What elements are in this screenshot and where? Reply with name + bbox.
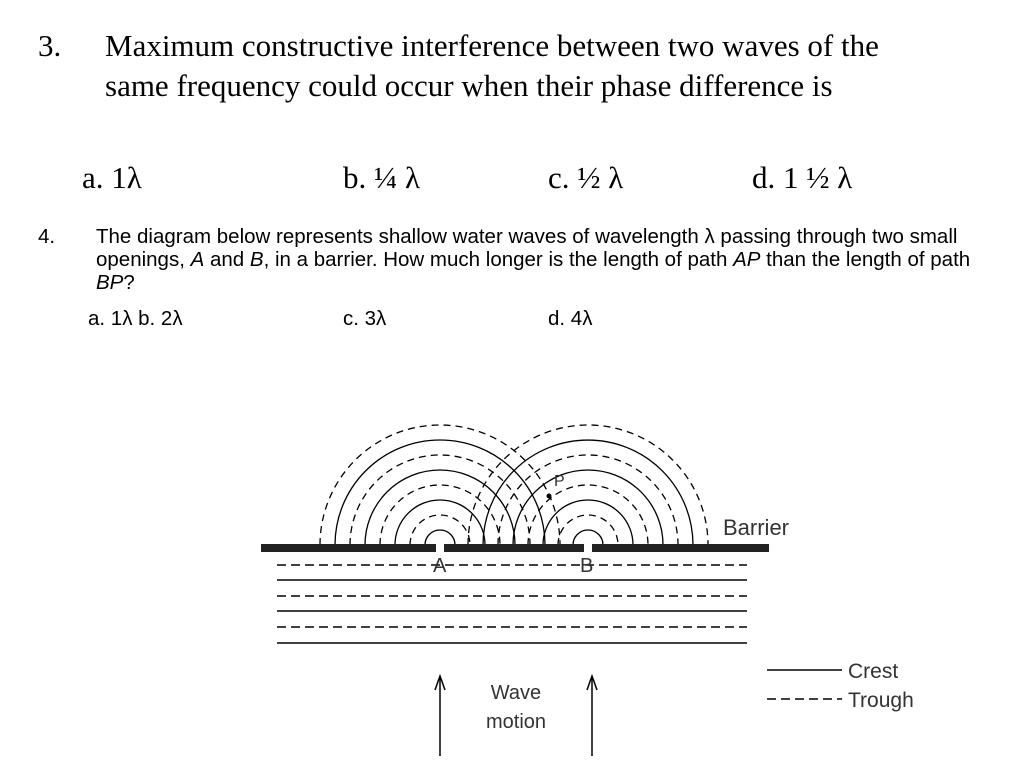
wavefronts [319, 424, 709, 546]
legend-trough-label: Trough [848, 689, 914, 712]
wave-diagram: P A B Barrier Wave motion Crest Trough [261, 424, 914, 756]
point-p [546, 493, 552, 499]
wavefront-a-6 [349, 454, 531, 546]
question-4-stem-text: , in a barrier. How much longer is the l… [263, 248, 734, 271]
wavefront-a-5 [364, 469, 516, 546]
question-4-path-bp: BP [96, 271, 124, 294]
opening-b [584, 544, 592, 552]
wavefront-a-4 [379, 484, 501, 546]
question-3-stem: Maximum constructive interference betwee… [105, 28, 879, 103]
wavefront-b-4 [527, 484, 649, 546]
question-4-opening-b: B [249, 248, 264, 271]
label-a: A [433, 555, 447, 577]
wavefront-b-7 [482, 439, 694, 546]
wavefront-a-1 [424, 529, 456, 546]
wavefront-b-3 [542, 499, 634, 546]
question-4-stem-text: and [204, 248, 250, 271]
label-b: B [580, 555, 593, 577]
barrier [261, 544, 769, 552]
wavefront-b-2 [557, 514, 619, 546]
legend-crest-label: Crest [848, 660, 898, 683]
question-4-option-ab: a. 1λ b. 2λ [88, 307, 183, 330]
question-4-stem-text: than the length of path [760, 248, 971, 271]
wavefront-a-3 [394, 499, 486, 546]
question-4-stem-text: The diagram below represents shallow wat… [96, 225, 958, 271]
wave-motion-arrows [434, 673, 598, 756]
wave-motion-label-1: Wave [491, 682, 541, 704]
question-4-number: 4. [38, 225, 56, 248]
question-3-option-c: c. ½ λ [548, 160, 624, 195]
question-3-number: 3. [38, 28, 62, 63]
barrier-label: Barrier [723, 515, 789, 540]
wavefront-a-7 [334, 439, 546, 546]
incoming-waves [277, 564, 747, 644]
wavefront-b-5 [512, 469, 664, 546]
question-4-path-ap: AP [733, 248, 761, 271]
wavefront-b-6 [497, 454, 679, 546]
question-3-option-d: d. 1 ½ λ [752, 160, 853, 195]
question-4-option-c: c. 3λ [343, 307, 387, 330]
question-3-option-b: b. ¼ λ [343, 160, 421, 195]
question-4-opening-a: A [190, 248, 205, 271]
question-4-stem: The diagram below represents shallow wat… [96, 225, 996, 294]
opening-a [436, 544, 444, 552]
question-3-option-a: a. 1λ [82, 160, 142, 195]
wavefront-a-2 [409, 514, 471, 546]
question-4-option-d: d. 4λ [548, 307, 593, 330]
wave-motion-label-2: motion [486, 711, 546, 733]
wavefront-b-1 [572, 529, 604, 546]
label-p: P [554, 473, 565, 490]
question-4-stem-text: ? [123, 271, 135, 294]
